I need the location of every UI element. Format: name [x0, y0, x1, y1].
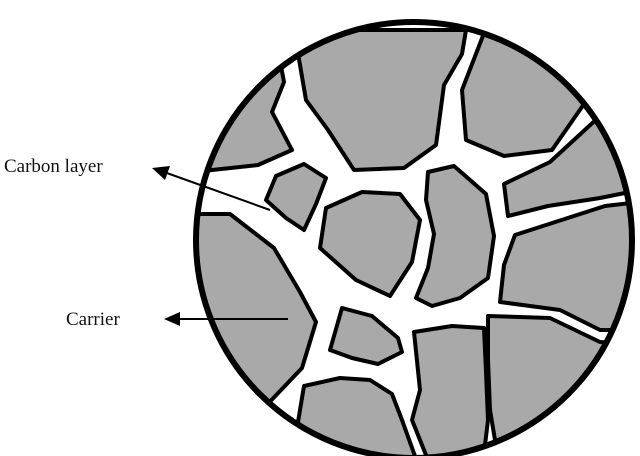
- carrier-grain: [328, 306, 404, 366]
- carrier-grain: [292, 28, 468, 172]
- carbon-layer-label: Carbon layer: [4, 156, 103, 177]
- carrier-grain: [498, 200, 632, 332]
- carrier-grain: [264, 162, 328, 232]
- carrier-label: Carrier: [66, 309, 120, 330]
- carrier-grain: [414, 164, 496, 308]
- carrier-grain: [318, 190, 422, 298]
- particle-outline: [193, 19, 635, 456]
- carrier-pointer-icon: [164, 312, 288, 326]
- carrier-grain: [410, 324, 490, 456]
- carbon-layer-pointer-icon: [152, 166, 271, 211]
- carrier-grain: [196, 38, 294, 180]
